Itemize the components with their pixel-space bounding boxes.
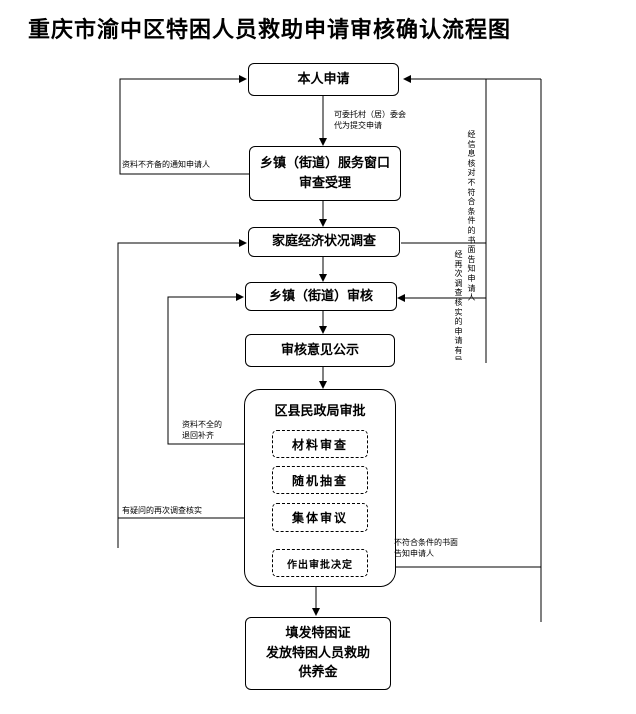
note-incomplete-return: 资料不全的 退回补齐: [182, 420, 222, 440]
note-verified-not-qualified: 经信息核对不符合条件的书面告知申请人: [467, 130, 476, 303]
box-issue: 填发特困证 发放特困人员救助 供养金: [245, 617, 391, 690]
box-apply-label: 本人申请: [297, 71, 350, 87]
box-publicity-label: 审核意见公示: [280, 342, 359, 358]
box-random-check: 随机抽查: [272, 466, 368, 494]
note-not-qualified: 不符合条件的书面 告知申请人: [394, 538, 458, 558]
note-entrust: 可委托村（居）委会 代为提交申请: [334, 110, 406, 130]
loop-verified-not-qualified: [401, 75, 487, 244]
box-random-check-label: 随机抽查: [291, 473, 348, 488]
box-material-check: 材料审查: [272, 430, 368, 458]
box-decision: 作出审批决定: [272, 549, 368, 577]
loop-doubt-resurvey: [117, 239, 272, 519]
box-issue-label: 填发特困证 发放特困人员救助 供养金: [265, 626, 370, 681]
box-apply: 本人申请: [248, 63, 399, 96]
loop-incomplete-return: [167, 293, 272, 445]
note-incomplete-notice: 资料不齐备的通知申请人: [122, 160, 210, 169]
box-town-review-label: 乡镇（街道）审核: [268, 288, 373, 304]
note-doubt-resurvey: 有疑问的再次调查核实: [122, 506, 202, 515]
box-decision-label: 作出审批决定: [287, 559, 353, 571]
box-family-survey-label: 家庭经济状况调查: [271, 234, 376, 250]
note-resurvey-objection: 经再次调查核实的申请有异议的再次调查核实: [454, 250, 463, 360]
page-title: 重庆市渝中区特困人员救助申请审核确认流程图: [28, 18, 512, 43]
box-town-review: 乡镇（街道）审核: [245, 282, 397, 311]
box-district-title: 区县民政局审批: [274, 404, 366, 419]
box-town-window-label: 乡镇（街道）服务窗口 审查受理: [259, 156, 390, 191]
box-collective: 集体审议: [272, 503, 368, 532]
box-town-window: 乡镇（街道）服务窗口 审查受理: [249, 146, 401, 201]
box-publicity: 审核意见公示: [245, 334, 395, 367]
box-family-survey: 家庭经济状况调查: [248, 227, 400, 257]
loop-incomplete-notice: [119, 75, 250, 175]
box-material-check-label: 材料审查: [291, 437, 348, 452]
box-collective-label: 集体审议: [291, 511, 348, 525]
